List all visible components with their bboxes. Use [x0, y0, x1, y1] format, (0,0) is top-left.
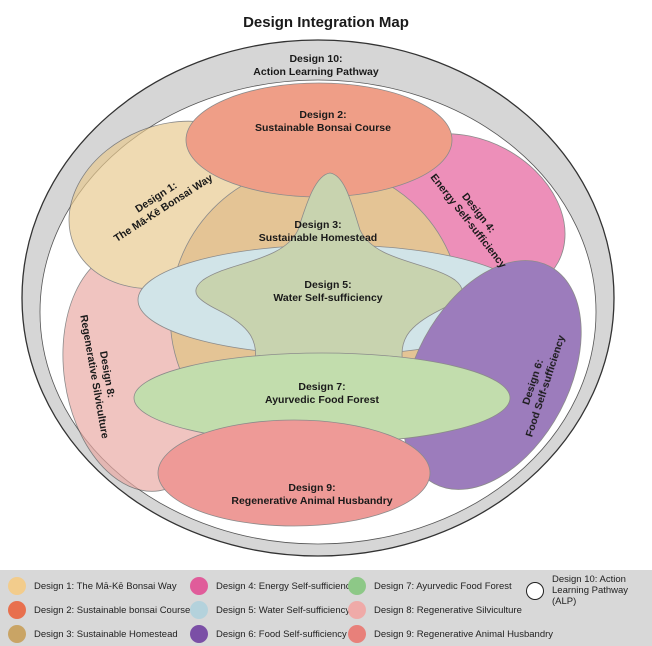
design-label-line: Water Self-sufficiency — [273, 292, 382, 304]
design-3-label: Design 3:Sustainable Homestead — [259, 219, 377, 244]
legend-swatch — [8, 625, 26, 643]
legend-swatch — [526, 581, 544, 600]
design-label-line: Sustainable Bonsai Course — [255, 122, 391, 134]
design-10-label: Design 10:Action Learning Pathway — [253, 53, 379, 78]
legend-item-design-10: Design 10: Action Learning Pathway (ALP) — [526, 574, 652, 607]
legend-item-design-3: Design 3: Sustainable Homestead — [8, 625, 178, 643]
design-label-line: Design 10: — [289, 53, 342, 65]
design-label-line: Design 3: — [294, 219, 341, 231]
legend-label: Design 4: Energy Self-sufficiency — [216, 580, 356, 592]
legend-swatch — [190, 625, 208, 643]
legend-item-design-5: Design 5: Water Self-sufficiency — [190, 601, 350, 619]
legend-label: Design 1: The Mā-Kē Bonsai Way — [34, 580, 177, 592]
design-label-line: Sustainable Homestead — [259, 232, 377, 244]
design-9-label: Design 9:Regenerative Animal Husbandry — [231, 482, 392, 507]
legend-swatch — [348, 601, 366, 619]
legend-swatch — [348, 625, 366, 643]
legend-label: Design 2: Sustainable bonsai Course — [34, 604, 191, 616]
diagram-title: Design Integration Map — [243, 14, 409, 31]
legend-item-design-8: Design 8: Regenerative Silviculture — [348, 601, 522, 619]
legend-item-design-1: Design 1: The Mā-Kē Bonsai Way — [8, 577, 177, 595]
legend-item-design-6: Design 6: Food Self-sufficiency — [190, 625, 347, 643]
design-7-label: Design 7:Ayurvedic Food Forest — [265, 381, 379, 406]
design-label-line: Design 9: — [288, 482, 335, 494]
design-label-line: Ayurvedic Food Forest — [265, 394, 379, 406]
legend-item-design-4: Design 4: Energy Self-sufficiency — [190, 577, 355, 595]
legend-swatch — [8, 577, 26, 595]
design-label-line: Regenerative Animal Husbandry — [231, 495, 392, 507]
design-label-line: Design 2: — [299, 109, 346, 121]
legend-label: Design 5: Water Self-sufficiency — [216, 604, 351, 616]
legend-swatch — [190, 577, 208, 595]
design-5-label: Design 5:Water Self-sufficiency — [273, 279, 382, 304]
design-9-shape — [157, 419, 431, 527]
legend-swatch — [348, 577, 366, 595]
design-label-line: Action Learning Pathway — [253, 66, 379, 78]
legend-label: Design 8: Regenerative Silviculture — [374, 604, 522, 616]
legend-item-design-7: Design 7: Ayurvedic Food Forest — [348, 577, 512, 595]
design-label-line: Design 5: — [304, 279, 351, 291]
design-integration-diagram: Design 10:Action Learning Pathway Design… — [21, 39, 615, 557]
legend-item-design-9: Design 9: Regenerative Animal Husbandry — [348, 625, 553, 643]
legend-item-design-2: Design 2: Sustainable bonsai Course — [8, 601, 190, 619]
legend-label: Design 7: Ayurvedic Food Forest — [374, 580, 512, 592]
design-label-line: Design 7: — [298, 381, 345, 393]
legend-label: Design 3: Sustainable Homestead — [34, 628, 178, 640]
legend-swatch — [190, 601, 208, 619]
design-2-label: Design 2:Sustainable Bonsai Course — [255, 109, 391, 134]
legend: Design 1: The Mā-Kē Bonsai Way Design 2:… — [0, 570, 652, 646]
legend-swatch — [8, 601, 26, 619]
legend-label: Design 9: Regenerative Animal Husbandry — [374, 628, 554, 640]
legend-label: Design 6: Food Self-sufficiency — [216, 628, 347, 640]
legend-label: Design 10: Action Learning Pathway (ALP) — [552, 574, 629, 607]
design-6-shape — [402, 260, 582, 490]
